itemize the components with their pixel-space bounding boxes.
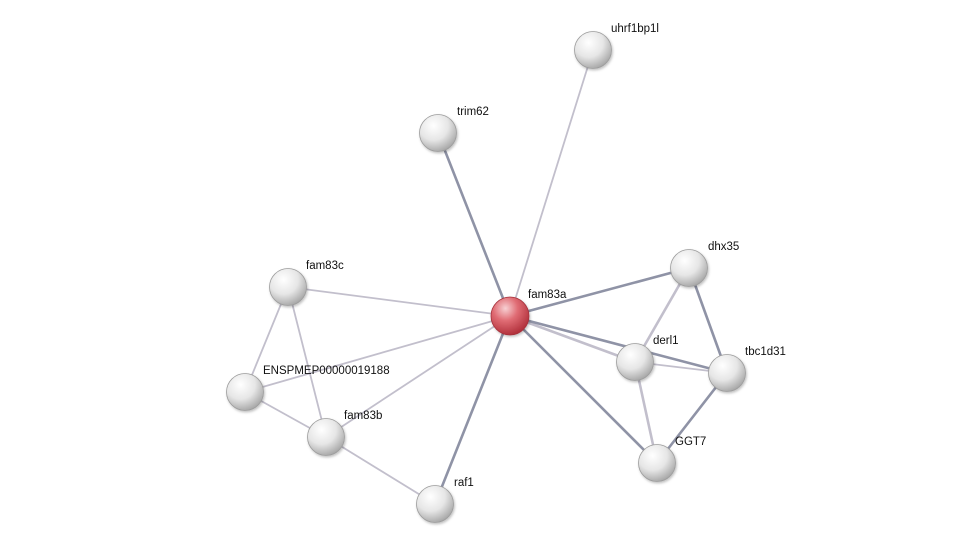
node-label-dhx35: dhx35	[708, 241, 739, 253]
node-trim62[interactable]: trim62	[419, 106, 489, 152]
node-ENSPMEP00000019188[interactable]: ENSPMEP00000019188	[226, 365, 390, 411]
edge-tbc1d31-GGT7[interactable]	[655, 371, 729, 465]
node-bubble-fam83a[interactable]	[490, 296, 530, 336]
node-label-tbc1d31: tbc1d31	[745, 346, 786, 358]
edge-fam83a-uhrf1bp1l[interactable]	[509, 49, 594, 317]
node-label-derl1: derl1	[653, 335, 679, 347]
node-dhx35[interactable]: dhx35	[670, 241, 740, 287]
node-label-fam83a: fam83a	[528, 289, 567, 301]
node-bubble-ENSPMEP00000019188[interactable]	[226, 373, 264, 411]
node-raf1[interactable]: raf1	[416, 477, 474, 523]
node-label-raf1: raf1	[454, 477, 474, 489]
node-tbc1d31[interactable]: tbc1d31	[708, 346, 786, 392]
node-bubble-dhx35[interactable]	[670, 249, 708, 287]
node-label-GGT7: GGT7	[675, 436, 706, 448]
node-bubble-GGT7[interactable]	[638, 444, 676, 482]
node-label-trim62: trim62	[457, 106, 489, 118]
node-bubble-raf1[interactable]	[416, 485, 454, 523]
edge-fam83a-derl1[interactable]	[508, 314, 637, 364]
node-layer: uhrf1bp1l trim62 fam83a dhx35 fam83c derl1 tbc…	[226, 23, 786, 523]
node-derl1[interactable]: derl1	[616, 335, 679, 381]
edge-fam83a-fam83c[interactable]	[287, 286, 511, 317]
edge-fam83a-trim62[interactable]	[436, 131, 512, 318]
node-fam83b[interactable]: fam83b	[307, 410, 383, 456]
node-bubble-trim62[interactable]	[419, 114, 457, 152]
edge-fam83a-dhx35[interactable]	[508, 266, 691, 318]
node-bubble-fam83b[interactable]	[307, 418, 345, 456]
edge-fam83a-ENSPMEP00000019188[interactable]	[244, 315, 511, 393]
node-bubble-tbc1d31[interactable]	[708, 354, 746, 392]
node-label-fam83c: fam83c	[306, 260, 344, 272]
edge-fam83c-fam83b[interactable]	[287, 286, 327, 438]
node-bubble-derl1[interactable]	[616, 343, 654, 381]
edge-fam83a-raf1[interactable]	[433, 314, 512, 506]
node-bubble-uhrf1bp1l[interactable]	[574, 31, 612, 69]
node-bubble-fam83c[interactable]	[269, 268, 307, 306]
node-fam83a[interactable]: fam83a	[490, 289, 567, 336]
edge-fam83c-ENSPMEP00000019188[interactable]	[244, 286, 289, 393]
node-GGT7[interactable]: GGT7	[638, 436, 707, 482]
edge-layer	[244, 49, 729, 506]
node-label-uhrf1bp1l: uhrf1bp1l	[611, 23, 659, 35]
edge-fam83a-GGT7[interactable]	[508, 314, 659, 465]
node-label-ENSPMEP00000019188: ENSPMEP00000019188	[263, 365, 390, 377]
edge-fam83b-raf1[interactable]	[325, 436, 436, 505]
edge-fam83a-tbc1d31[interactable]	[508, 314, 729, 375]
node-uhrf1bp1l[interactable]: uhrf1bp1l	[574, 23, 659, 69]
node-label-fam83b: fam83b	[344, 410, 382, 422]
edge-fam83a-fam83b[interactable]	[325, 315, 511, 438]
node-fam83c[interactable]: fam83c	[269, 260, 344, 306]
